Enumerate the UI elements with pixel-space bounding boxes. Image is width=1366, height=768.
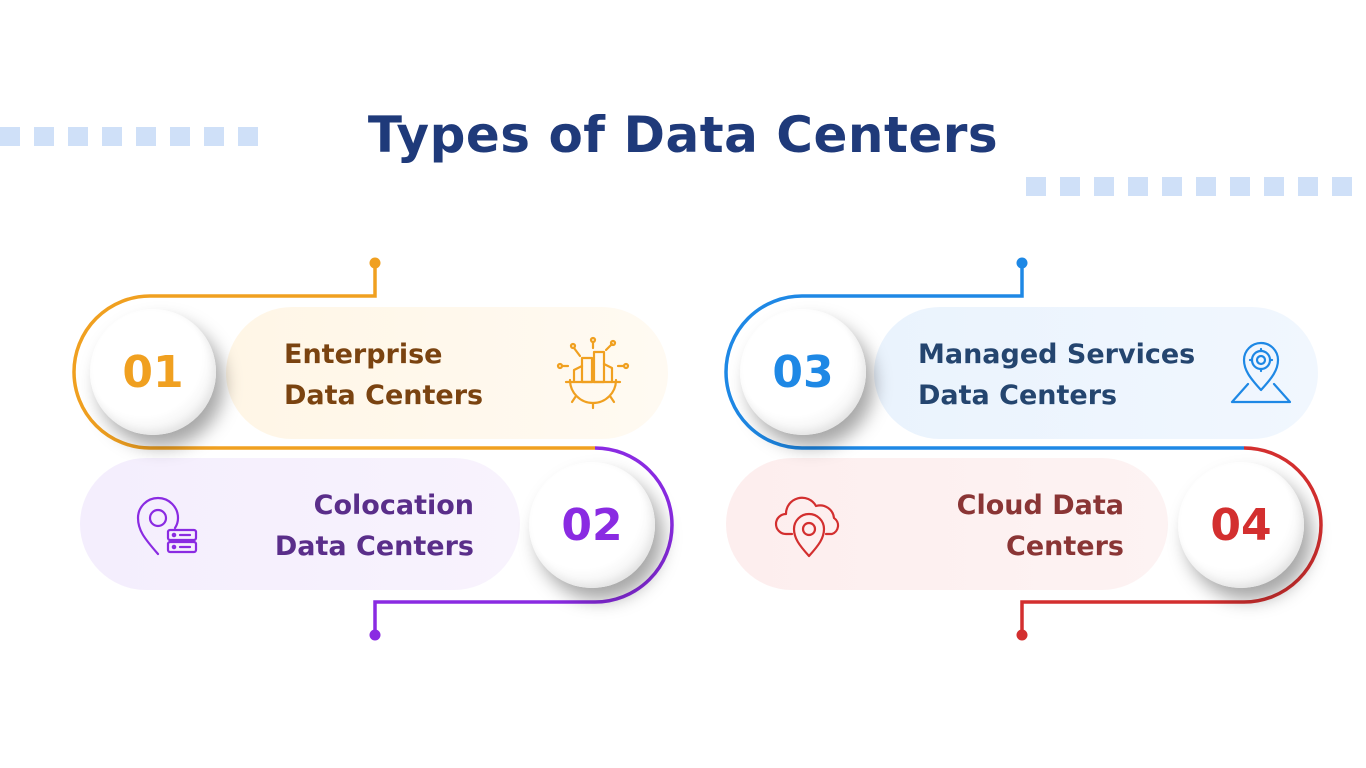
factory-gear-icon [556,336,630,410]
pill-cloud [726,458,1168,590]
number-04: 04 [1210,499,1272,551]
cloud-label: Cloud Data Centers [902,485,1124,567]
cloud-label-line2: Centers [1006,531,1124,562]
enterprise-label: Enterprise Data Centers [284,334,483,416]
cloud-location-icon [774,496,840,558]
number-circle-04: 04 [1178,462,1304,588]
location-server-icon [136,496,198,556]
location-gear-map-icon [1230,341,1292,404]
enterprise-label-line1: Enterprise [284,339,443,370]
decorative-dashes-left [0,127,258,146]
number-01: 01 [122,346,184,398]
page-title: Types of Data Centers [367,106,999,164]
colocation-label-line1: Colocation [313,490,474,521]
pill-managed [874,307,1318,439]
number-03: 03 [772,346,834,398]
number-02: 02 [561,499,623,551]
number-circle-01: 01 [90,309,216,435]
decorative-dashes-right [1026,177,1352,196]
managed-label-line1: Managed Services [918,339,1196,370]
enterprise-label-line2: Data Centers [284,380,484,411]
colocation-label-line2: Data Centers [274,531,474,562]
number-circle-03: 03 [740,309,866,435]
managed-label-line2: Data Centers [918,380,1118,411]
number-circle-02: 02 [529,462,655,588]
managed-label: Managed Services Data Centers [918,334,1195,416]
cloud-label-line1: Cloud Data [956,490,1124,521]
colocation-label: Colocation Data Centers [234,485,474,567]
